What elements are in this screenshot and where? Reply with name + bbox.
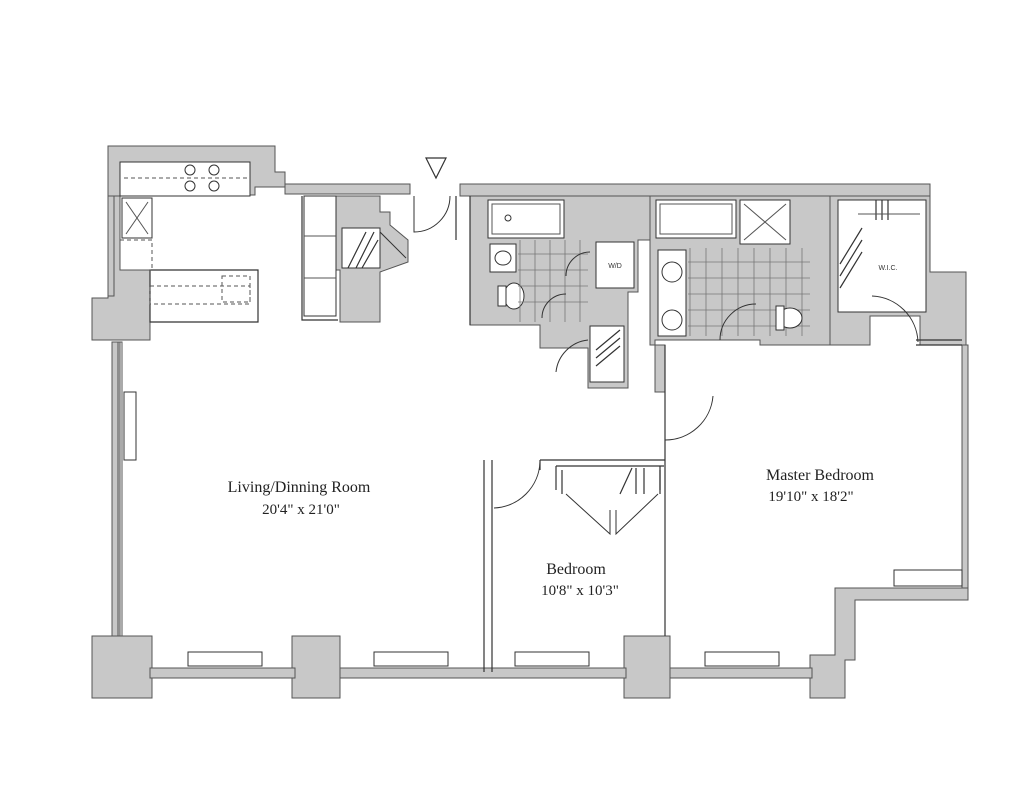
walk-in-closet-label: W.I.C. xyxy=(878,265,897,272)
bedroom-closet xyxy=(493,461,661,536)
living-room-dims: 20'4" x 21'0" xyxy=(262,502,340,518)
master-bedroom-dims: 19'10" x 18'2" xyxy=(768,489,853,505)
entry-arrow-icon xyxy=(425,157,447,180)
room-labels: Living/Dinning Room 20'4" x 21'0" Bedroo… xyxy=(228,467,875,599)
master-bedroom-name: Master Bedroom xyxy=(766,467,875,484)
walk-in-closet: W.I.C. xyxy=(837,199,927,343)
kitchen xyxy=(119,161,337,317)
windows xyxy=(117,341,963,667)
bath-2 xyxy=(655,199,810,441)
bath-1: W/D xyxy=(487,199,635,383)
bedroom-dims: 10'8" x 10'3" xyxy=(541,583,619,599)
partitions xyxy=(149,196,962,672)
bedroom-name: Bedroom xyxy=(546,561,606,578)
living-room-name: Living/Dinning Room xyxy=(228,479,371,496)
washer-dryer-label: W/D xyxy=(608,263,622,270)
entry xyxy=(341,157,457,269)
